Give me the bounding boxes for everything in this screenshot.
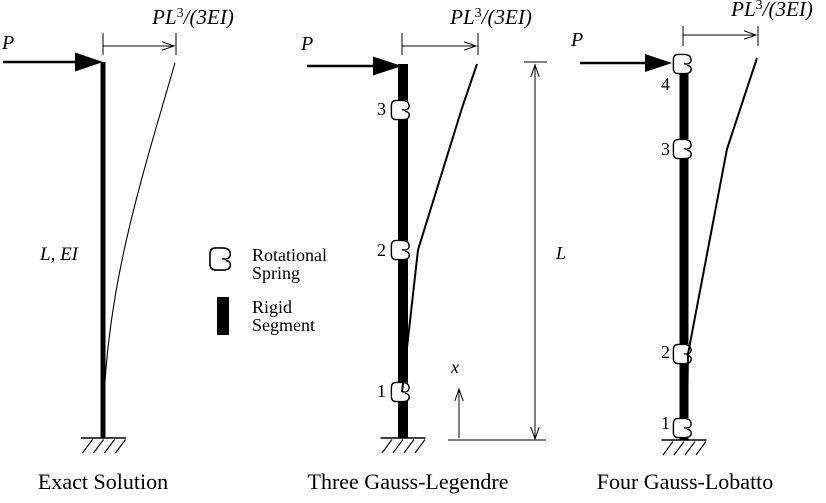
- deflected-shape-polyline: [401, 63, 478, 393]
- spring-node-label: 1: [377, 381, 386, 401]
- spring-node-label: 4: [661, 74, 670, 94]
- rotational-spring-icon: [672, 417, 693, 439]
- length-dim-label: L: [556, 243, 567, 263]
- deflected-shape-polyline: [686, 57, 758, 417]
- legend-spring-line1: Rotational: [252, 245, 327, 265]
- dim-label-rest: /(3EI): [183, 5, 234, 29]
- legend-rigid-line1: Rigid: [252, 297, 293, 317]
- panel-caption: Exact Solution: [37, 469, 169, 494]
- rotational-spring-icon: [390, 381, 411, 403]
- rotational-spring-icon: [672, 53, 693, 75]
- spring-node-label: 3: [377, 99, 386, 119]
- member-property-label: L, EI: [40, 244, 78, 265]
- dim-label-exponent: 3: [474, 6, 482, 21]
- dim-label-base: PL: [152, 5, 177, 29]
- dim-label-rest: /(3EI): [481, 5, 532, 29]
- spring-node-label: 1: [661, 413, 670, 433]
- fixed-support-icon: [660, 439, 708, 456]
- legend-rigid-line2: Segment: [252, 315, 315, 335]
- panel-three-gauss-legendre: [307, 33, 547, 454]
- deflection-dim-label: PL3/(3EI): [731, 0, 813, 21]
- load-label: P: [301, 33, 314, 55]
- spring-node-label: 2: [661, 342, 670, 362]
- panel-caption: Four Gauss-Lobatto: [596, 469, 774, 494]
- deflected-shape-curve: [102, 62, 176, 439]
- panel-four-gauss-lobatto: [580, 26, 759, 456]
- panel-caption: Three Gauss-Legendre: [307, 469, 509, 494]
- rotational-spring-icon: [390, 99, 411, 121]
- spring-node-label: 2: [377, 240, 386, 260]
- panel-exact-solution: [3, 33, 177, 454]
- load-arrow-head-icon: [373, 56, 402, 76]
- load-arrow-head-icon: [75, 52, 103, 72]
- load-arrow-head-icon: [645, 54, 672, 72]
- dim-label-exponent: 3: [176, 6, 184, 21]
- rotational-spring-icon: [390, 239, 411, 261]
- deflection-dim-label: PL3/(3EI): [450, 6, 532, 29]
- x-axis-label: x: [451, 357, 459, 377]
- dim-label-base: PL: [731, 0, 756, 21]
- deflection-dim-label: PL3/(3EI): [152, 6, 234, 29]
- load-label: P: [571, 29, 584, 51]
- spring-node-label: 3: [661, 139, 670, 159]
- dim-label-exponent: 3: [755, 0, 763, 13]
- legend-rotational-spring-icon: [208, 246, 232, 272]
- legend-spring-line2: Spring: [252, 263, 301, 283]
- fixed-support-icon: [80, 437, 127, 454]
- fixed-support-icon: [379, 437, 427, 454]
- dim-label-rest: /(3EI): [762, 0, 813, 21]
- rotational-spring-icon: [672, 138, 693, 160]
- load-label: P: [2, 32, 15, 54]
- legend-rigid-segment-icon: [217, 297, 229, 335]
- dim-label-base: PL: [450, 5, 475, 29]
- legend: [208, 246, 232, 335]
